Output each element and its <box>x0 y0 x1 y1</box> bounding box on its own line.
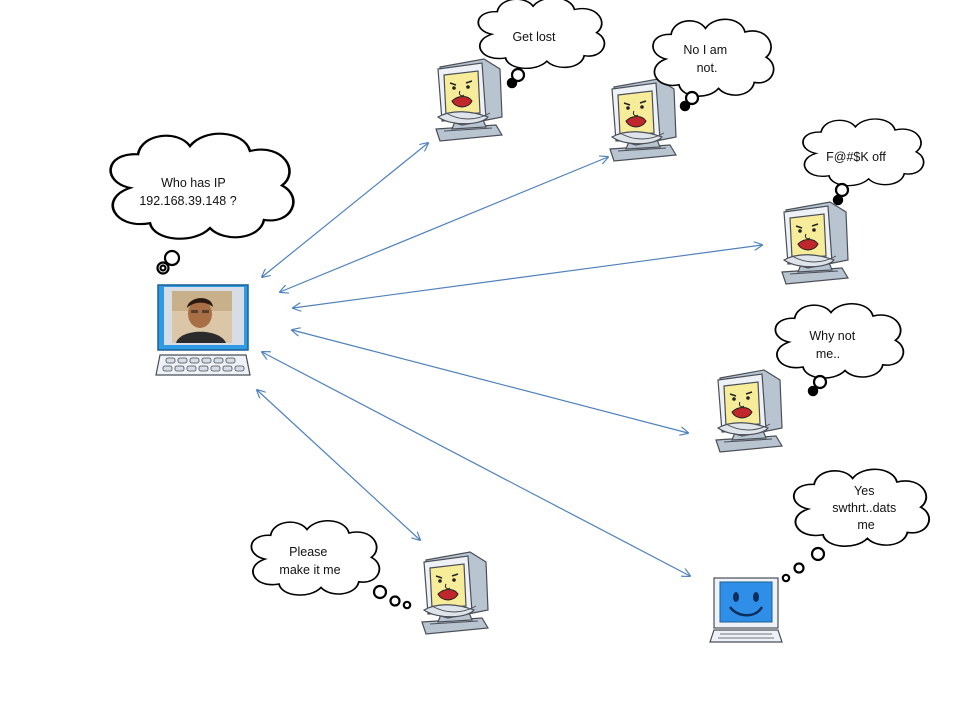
yes-dats-me-message-line-3: me <box>857 518 874 532</box>
responder-please-make-it-me: Please make it me <box>250 519 489 635</box>
please-make-it-me-message-line-1: Please <box>289 545 327 559</box>
responder-why-not-me: Why not me.. <box>715 302 905 453</box>
yes-dats-me-message: Yes swthrt..dats me <box>832 484 899 532</box>
f-off-message-line-1: F@#$K off <box>826 150 886 164</box>
get-lost-message: Get lost <box>512 30 556 44</box>
requester-message-line-1: Who has IP <box>161 176 225 190</box>
no-i-am-not-message-line-2: not. <box>697 61 718 75</box>
requester-computer <box>155 284 251 376</box>
angry-computer-icon <box>421 551 489 635</box>
angry-computer-icon <box>609 78 677 162</box>
responder-f-off: F@#$K off <box>781 118 925 285</box>
yes-dats-me-message-line-2: swthrt..dats <box>832 501 896 515</box>
angry-computer-icon <box>781 201 849 285</box>
why-not-me-message-line-1: Why not <box>809 329 855 343</box>
connection-arrows <box>257 143 762 576</box>
no-i-am-not-message-line-1: No I am <box>683 43 727 57</box>
responder-get-lost: Get lost <box>435 0 606 142</box>
user-photo <box>172 291 232 343</box>
get-lost-message-line-1: Get lost <box>512 30 556 44</box>
requester-message: Who has IP 192.168.39.148 ? <box>139 176 236 208</box>
arrow-to-why-not-me <box>292 330 688 433</box>
no-i-am-not-message: No I am not. <box>683 43 730 75</box>
please-make-it-me-message: Please make it me <box>279 545 340 577</box>
responder-no-i-am-not: No I am not. <box>609 18 775 162</box>
arrow-to-please-make-it-me <box>257 390 420 540</box>
responder-yes-dats-me: Yes swthrt..dats me <box>709 468 931 643</box>
angry-computer-icon <box>715 369 783 453</box>
why-not-me-message-line-2: me.. <box>816 347 840 361</box>
why-not-me-message: Why not me.. <box>809 329 858 361</box>
arrow-to-f-off <box>293 245 762 308</box>
angry-computer-icon <box>435 58 503 142</box>
requester-thought-cloud: Who has IP 192.168.39.148 ? <box>109 132 295 275</box>
yes-dats-me-message-line-1: Yes <box>854 484 874 498</box>
happy-computer-icon <box>709 577 783 643</box>
please-make-it-me-message-line-2: make it me <box>279 563 340 577</box>
requester-message-line-2: 192.168.39.148 ? <box>139 194 236 208</box>
f-off-message: F@#$K off <box>826 150 886 164</box>
